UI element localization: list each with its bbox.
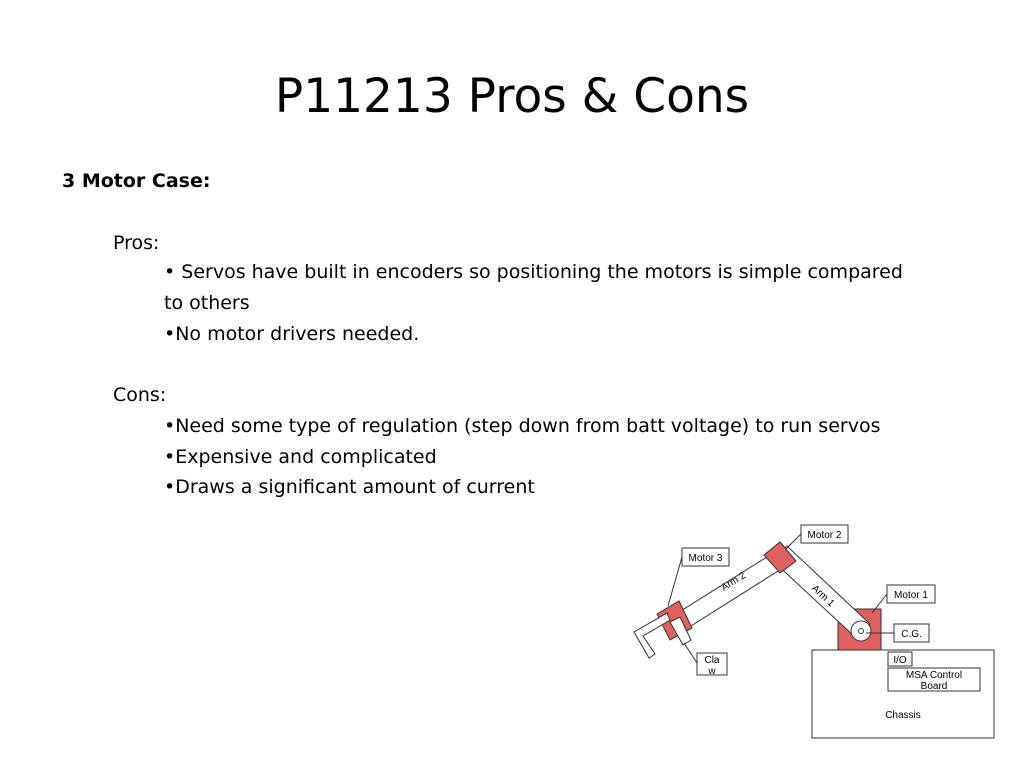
claw-label-line-1: Cla — [704, 655, 719, 666]
cons-item-1: •Need some type of regulation (step down… — [164, 415, 881, 437]
motor-1-label: Motor 1 — [894, 590, 928, 601]
bullet: • — [164, 261, 176, 283]
claw-leader — [683, 642, 698, 664]
io-box — [887, 651, 913, 667]
board-label-line-2: Board — [921, 681, 948, 692]
bullet: • — [164, 476, 176, 498]
motor-2-block — [763, 541, 797, 574]
cons-label: Cons: — [113, 384, 167, 406]
cons-item-2: •Expensive and complicated — [164, 446, 437, 468]
cg-label: C.G. — [901, 629, 922, 640]
io-label: I/O — [893, 655, 907, 666]
motor-3-label: Motor 3 — [689, 553, 723, 564]
bullet: • — [164, 415, 176, 437]
board-label-line-1: MSA Control — [906, 670, 962, 681]
motor-2-leader — [785, 533, 802, 550]
control-board-box — [887, 667, 981, 692]
pros-item-1-continued: to others — [164, 292, 250, 314]
slide-title: P11213 Pros & Cons — [274, 69, 750, 124]
claw — [633, 612, 671, 659]
claw-label-line-2: w — [707, 666, 716, 677]
pros-item-1: • Servos have built in encoders so posit… — [164, 261, 903, 283]
motor-1-leader — [871, 593, 888, 614]
motor-2-label: Motor 2 — [808, 530, 842, 541]
cons-item-3: •Draws a significant amount of current — [164, 476, 535, 498]
bullet: • — [164, 446, 176, 468]
motor-3-leader — [667, 556, 683, 607]
chassis-label: Chassis — [885, 710, 921, 721]
case-heading: 3 Motor Case: — [62, 170, 211, 192]
pros-label: Pros: — [113, 232, 160, 254]
claw-label-box — [696, 652, 728, 676]
claw-jaw — [669, 616, 692, 646]
bullet: • — [164, 323, 176, 345]
cg-dot — [858, 628, 864, 634]
pros-item-2: •No motor drivers needed. — [164, 323, 420, 345]
